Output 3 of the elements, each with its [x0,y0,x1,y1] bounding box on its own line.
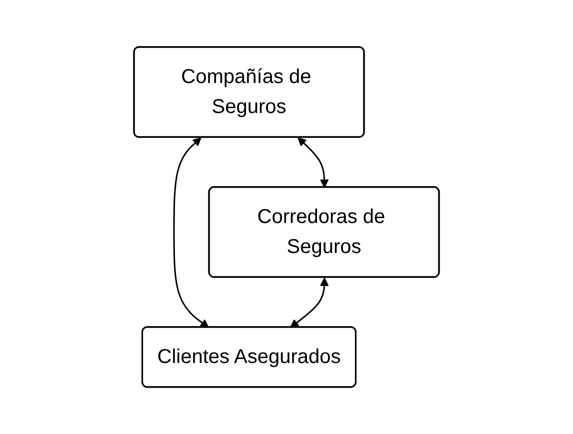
arrow [173,137,209,328]
arrow [298,137,329,188]
arrow [290,278,329,328]
